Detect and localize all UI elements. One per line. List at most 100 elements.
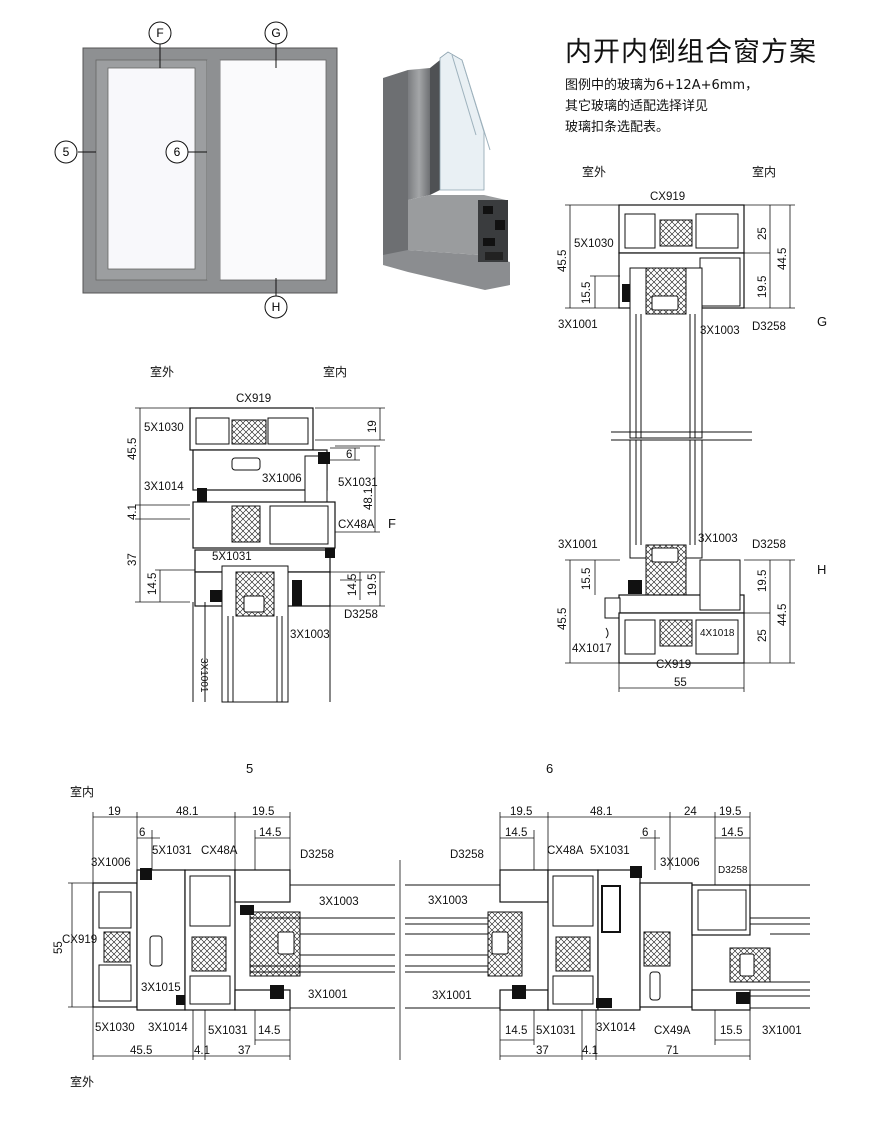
outdoor-label-GH: 室外 [582,164,606,179]
section-F-label: F [388,516,396,531]
section-G-label: G [817,314,827,329]
section-6-label: 6 [546,761,553,776]
outdoor-label-5: 室外 [70,1074,94,1089]
part-G-D3258: D3258 [752,321,786,333]
dim-6-37: 37 [536,1045,549,1057]
section-H-label: H [817,562,826,577]
part-5-3X1015: 3X1015 [141,982,181,994]
part-6-3X1006: 3X1006 [660,857,700,869]
dim-H-25: 25 [757,629,769,642]
part-F-3X1003: 3X1003 [290,629,330,641]
part-6-D3258: D3258 [450,849,484,861]
glass-note: 图例中的玻璃为6+12A+6mm， 其它玻璃的适配选择详见 玻璃扣条选配表。 [565,75,758,138]
dim-H-45.5: 45.5 [557,608,569,630]
part-F-3X1014: 3X1014 [144,481,184,493]
part-G-5X1030: 5X1030 [574,238,614,250]
part-G-3X1003: 3X1003 [700,325,740,337]
part-H-3X1003: 3X1003 [698,533,738,545]
dim-G-25: 25 [757,227,769,240]
dim-6-19.5b: 19.5 [719,806,741,818]
part-H-D3258: D3258 [752,539,786,551]
dim-6-4.1: 4.1 [582,1045,598,1057]
dim-6-15.5: 15.5 [720,1025,742,1037]
note-line-1: 图例中的玻璃为6+12A+6mm， [565,78,759,93]
profile-3d-view [383,51,510,290]
part-5-CX48A: CX48A [201,845,238,857]
part-H-3X1001: 3X1001 [558,539,598,551]
note-line-2: 其它玻璃的适配选择详见 [565,99,709,114]
part-5-3X1006: 3X1006 [91,857,131,869]
part-5-5X1031b: 5X1031 [208,1025,248,1037]
indoor-label-5: 室内 [70,784,94,799]
page-title: 内开内倒组合窗方案 [565,37,817,68]
marker-G: G [264,21,288,45]
outdoor-label-F: 室外 [150,364,174,379]
marker-6: 6 [165,140,189,164]
dim-6-24: 24 [684,806,697,818]
svg-text:G: G [271,26,280,40]
dim-F-6: 6 [346,449,352,461]
part-H-CX919: CX919 [656,659,691,671]
svg-text:H: H [272,300,281,314]
dim-6-19.5: 19.5 [510,806,532,818]
dim-5-37: 37 [238,1045,251,1057]
part-F-5X1031a: 5X1031 [338,477,378,489]
part-6-3X1001b: 3X1001 [762,1025,802,1037]
dim-F-14.5b: 14.5 [347,574,359,596]
window-elevation [78,40,338,298]
part-F-5X1031b: 5X1031 [212,551,252,563]
svg-text:F: F [156,26,163,40]
dim-G-44.5: 44.5 [777,248,789,270]
part-G-CX919: CX919 [650,191,685,203]
part-H-4X1017: 4X1017 [572,643,612,655]
note-line-3: 玻璃扣条选配表。 [565,120,670,135]
dim-5-55: 55 [53,941,65,954]
part-F-3X1001: 3X1001 [198,658,209,693]
part-5-D3258: D3258 [300,849,334,861]
dim-H-44.5: 44.5 [777,604,789,626]
dim-F-19.5: 19.5 [367,574,379,596]
part-6-3X1003: 3X1003 [428,895,468,907]
dim-6-48.1: 48.1 [590,806,612,818]
section-6: 6 [399,761,810,1060]
dim-6-14.5: 14.5 [505,827,527,839]
dim-F-14.5: 14.5 [147,573,159,595]
section-GH: 室外 室内 [557,164,827,692]
part-6-3X1014: 3X1014 [596,1022,636,1034]
part-6-CX48A: CX48A [547,845,584,857]
part-6-CX49A: CX49A [654,1025,691,1037]
indoor-label-GH: 室内 [752,164,776,179]
part-6-5X1031b: 5X1031 [536,1025,576,1037]
dim-5-19.5: 19.5 [252,806,274,818]
indoor-label-F: 室内 [323,364,347,379]
part-F-3X1006: 3X1006 [262,473,302,485]
dim-6-71: 71 [666,1045,679,1057]
part-6-3X1001: 3X1001 [432,990,472,1002]
dim-5-6: 6 [139,827,145,839]
dim-5-48.1: 48.1 [176,806,198,818]
part-6-5X1031: 5X1031 [590,845,630,857]
part-F-5X1030: 5X1030 [144,422,184,434]
svg-text:6: 6 [174,145,181,159]
dim-F-48.1: 48.1 [363,488,375,510]
marker-H: H [264,295,288,319]
part-F-CX919: CX919 [236,393,271,405]
part-5-3X1001: 3X1001 [308,989,348,1001]
part-5-3X1003: 3X1003 [319,896,359,908]
dim-6-14.5c: 14.5 [505,1025,527,1037]
part-F-D3258: D3258 [344,609,378,621]
part-5-3X1014: 3X1014 [148,1022,188,1034]
dim-F-19: 19 [367,420,379,433]
dim-G-15.5: 15.5 [581,282,593,304]
dim-G-19.5: 19.5 [757,276,769,298]
section-F: 室外 室内 [127,364,396,703]
svg-text:5: 5 [63,145,70,159]
part-F-CX48A: CX48A [338,519,375,531]
dim-6-14.5b: 14.5 [721,827,743,839]
dim-F-4.1: 4.1 [127,504,139,520]
marker-F: F [148,21,172,45]
dim-5-45.5: 45.5 [130,1045,152,1057]
dim-F-45.5: 45.5 [127,438,139,460]
part-H-4X1018: 4X1018 [700,628,735,639]
